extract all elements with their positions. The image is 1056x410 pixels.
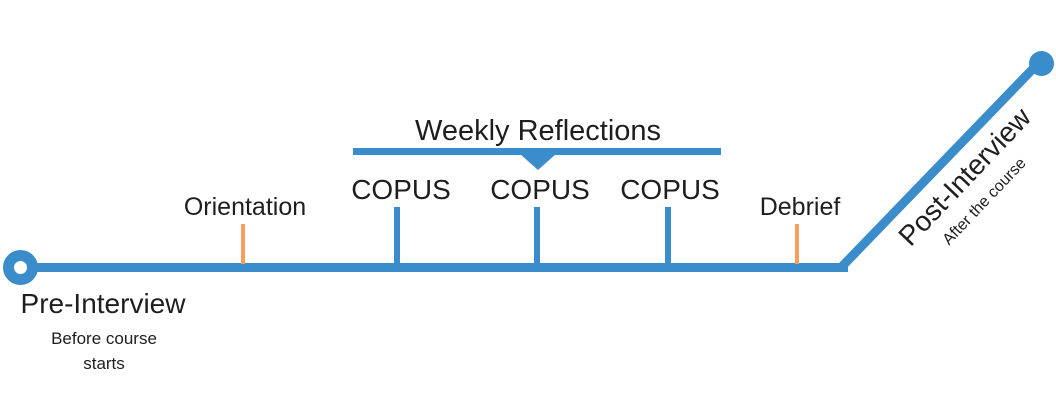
copus-1-label: COPUS <box>351 174 451 205</box>
debrief-label: Debrief <box>759 193 841 221</box>
end-dot-marker <box>1029 51 1054 76</box>
start-ring-marker <box>3 250 38 285</box>
bracket-pointer-icon <box>520 154 556 170</box>
weekly-reflections-label: Weekly Reflections <box>414 115 662 147</box>
copus-2-tick <box>534 207 540 264</box>
copus-2-label: COPUS <box>490 174 590 205</box>
timeline-baseline <box>20 263 848 272</box>
orientation-label: Orientation <box>183 193 307 221</box>
pre-interview-sublabel: Before course starts <box>51 329 157 373</box>
weekly-reflections-bracket-bar <box>353 148 721 155</box>
copus-1-tick <box>394 207 400 264</box>
debrief-tick <box>795 224 799 264</box>
orientation-tick <box>241 224 245 264</box>
pre-interview-label: Pre-Interview <box>20 288 186 319</box>
copus-3-tick <box>665 207 671 264</box>
copus-3-label: COPUS <box>620 174 720 205</box>
